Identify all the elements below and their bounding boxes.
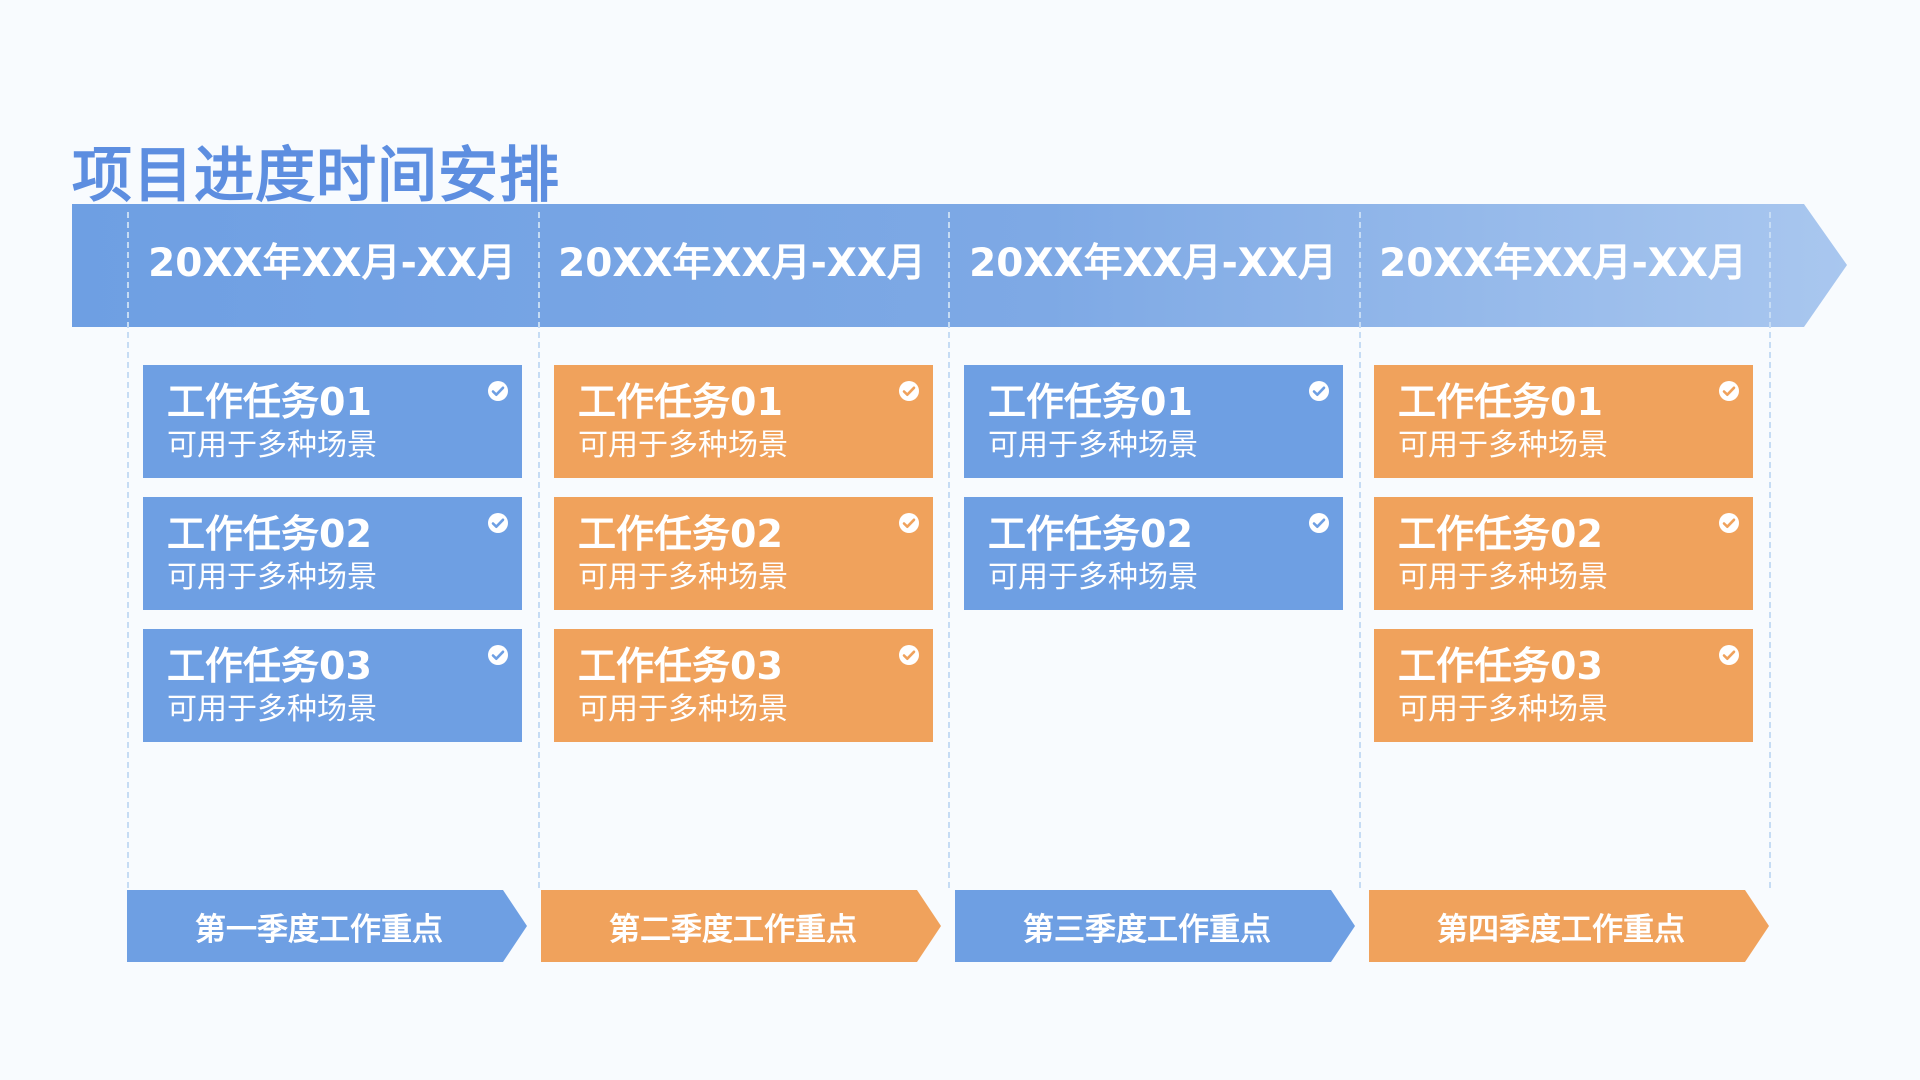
task-title: 工作任务03 (1398, 644, 1603, 688)
quarter-focus-label: 第一季度工作重点 (195, 911, 443, 948)
verified-badge-icon (899, 381, 919, 401)
task-title: 工作任务03 (167, 644, 372, 688)
task-title: 工作任务01 (1398, 380, 1603, 424)
task-subtitle: 可用于多种场景 (988, 560, 1198, 595)
verified-badge-icon (488, 645, 508, 665)
task-subtitle: 可用于多种场景 (988, 428, 1198, 463)
page-title: 项目进度时间安排 (72, 141, 560, 204)
task-card: 工作任务03 可用于多种场景 (1374, 629, 1753, 742)
task-title: 工作任务01 (988, 380, 1193, 424)
verified-badge-icon (488, 513, 508, 533)
task-subtitle: 可用于多种场景 (578, 428, 788, 463)
verified-badge-icon (488, 381, 508, 401)
task-title: 工作任务01 (167, 380, 372, 424)
task-card: 工作任务01 可用于多种场景 (964, 365, 1343, 478)
phase-date-4: 20XX年XX月-XX月 (1379, 241, 1747, 286)
task-card: 工作任务02 可用于多种场景 (1374, 497, 1753, 610)
task-subtitle: 可用于多种场景 (578, 560, 788, 595)
task-card: 工作任务02 可用于多种场景 (143, 497, 522, 610)
quarter-focus-1: 第一季度工作重点 (127, 890, 527, 962)
task-subtitle: 可用于多种场景 (578, 692, 788, 727)
task-subtitle: 可用于多种场景 (1398, 692, 1608, 727)
task-title: 工作任务02 (578, 512, 783, 556)
task-card: 工作任务03 可用于多种场景 (143, 629, 522, 742)
task-card: 工作任务01 可用于多种场景 (1374, 365, 1753, 478)
verified-badge-icon (899, 513, 919, 533)
task-subtitle: 可用于多种场景 (167, 428, 377, 463)
column-divider (1359, 212, 1361, 888)
task-title: 工作任务02 (167, 512, 372, 556)
quarter-focus-4: 第四季度工作重点 (1369, 890, 1769, 962)
task-subtitle: 可用于多种场景 (1398, 560, 1608, 595)
verified-badge-icon (899, 645, 919, 665)
quarter-focus-label: 第三季度工作重点 (1023, 911, 1271, 948)
task-subtitle: 可用于多种场景 (1398, 428, 1608, 463)
quarter-focus-3: 第三季度工作重点 (955, 890, 1355, 962)
quarter-focus-label: 第四季度工作重点 (1437, 911, 1685, 948)
task-card: 工作任务02 可用于多种场景 (964, 497, 1343, 610)
verified-badge-icon (1309, 513, 1329, 533)
task-title: 工作任务02 (1398, 512, 1603, 556)
task-title: 工作任务01 (578, 380, 783, 424)
verified-badge-icon (1309, 381, 1329, 401)
phase-date-3: 20XX年XX月-XX月 (969, 241, 1337, 286)
verified-badge-icon (1719, 381, 1739, 401)
column-divider (127, 212, 129, 888)
task-card: 工作任务02 可用于多种场景 (554, 497, 933, 610)
phase-date-2: 20XX年XX月-XX月 (558, 241, 926, 286)
task-subtitle: 可用于多种场景 (167, 692, 377, 727)
task-title: 工作任务02 (988, 512, 1193, 556)
column-divider (948, 212, 950, 888)
verified-badge-icon (1719, 645, 1739, 665)
task-subtitle: 可用于多种场景 (167, 560, 377, 595)
task-title: 工作任务03 (578, 644, 783, 688)
task-card: 工作任务01 可用于多种场景 (143, 365, 522, 478)
column-divider (1769, 212, 1771, 888)
task-card: 工作任务01 可用于多种场景 (554, 365, 933, 478)
timeline-arrow-banner (72, 204, 1847, 327)
column-divider (538, 212, 540, 888)
phase-date-1: 20XX年XX月-XX月 (148, 241, 516, 286)
verified-badge-icon (1719, 513, 1739, 533)
quarter-focus-label: 第二季度工作重点 (609, 911, 857, 948)
task-card: 工作任务03 可用于多种场景 (554, 629, 933, 742)
quarter-focus-2: 第二季度工作重点 (541, 890, 941, 962)
